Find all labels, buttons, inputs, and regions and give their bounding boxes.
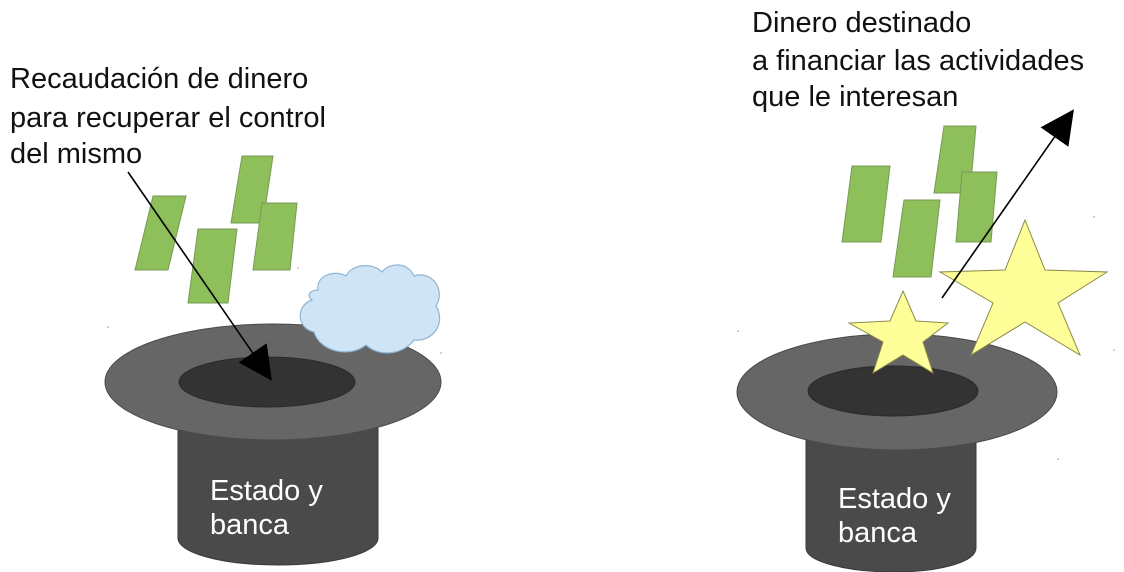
stray-dot [1093, 216, 1095, 218]
left-hat-opening [178, 356, 356, 408]
large-star-icon [938, 218, 1109, 357]
left-caption-line-3: del mismo [10, 138, 142, 170]
left-hat-body [177, 419, 379, 566]
left-caption-line-2: para recuperar el control [10, 102, 326, 134]
right-hat: Estado y banca [736, 333, 1058, 572]
left-panel: Recaudación de dinero para recuperar el … [10, 63, 442, 566]
stray-dot [297, 267, 299, 269]
small-star-icon [847, 289, 950, 375]
stray-dots [107, 216, 1115, 460]
banknote [187, 228, 238, 304]
right-hat-label: Estado y banca [838, 483, 959, 549]
cloud-icon [299, 264, 441, 354]
stray-dot [1057, 458, 1059, 460]
left-hat-label: Estado y banca [210, 475, 331, 541]
stray-dot [737, 330, 739, 332]
right-hat-opening [807, 365, 979, 417]
left-banknotes [134, 155, 298, 304]
banknote [134, 195, 187, 271]
right-arrow [941, 109, 1074, 299]
right-caption-line-1: Dinero destinado [752, 7, 971, 39]
right-hat-label-line-1: Estado y [838, 483, 951, 515]
left-caption: Recaudación de dinero para recuperar el … [10, 63, 334, 170]
left-hat: Estado y banca [104, 323, 442, 566]
left-hat-label-line-2: banca [210, 509, 290, 541]
banknote [955, 171, 998, 243]
right-hat-label-line-2: banca [838, 517, 918, 549]
right-caption-line-3: que le interesan [752, 81, 958, 113]
banknote [252, 202, 298, 271]
right-hat-body [805, 427, 977, 572]
stray-dot [107, 326, 109, 328]
left-caption-line-1: Recaudación de dinero [10, 63, 308, 95]
left-arrow [127, 171, 272, 381]
right-panel: Dinero destinado a financiar las activid… [736, 7, 1109, 572]
stray-dot [1113, 349, 1115, 351]
banknote [892, 199, 941, 278]
right-caption-line-2: a financiar las actividades [752, 45, 1084, 77]
left-hat-label-line-1: Estado y [210, 475, 323, 507]
right-banknotes [841, 125, 998, 278]
right-caption: Dinero destinado a financiar las activid… [752, 7, 1092, 113]
stray-dot [440, 352, 442, 354]
banknote [841, 165, 891, 243]
